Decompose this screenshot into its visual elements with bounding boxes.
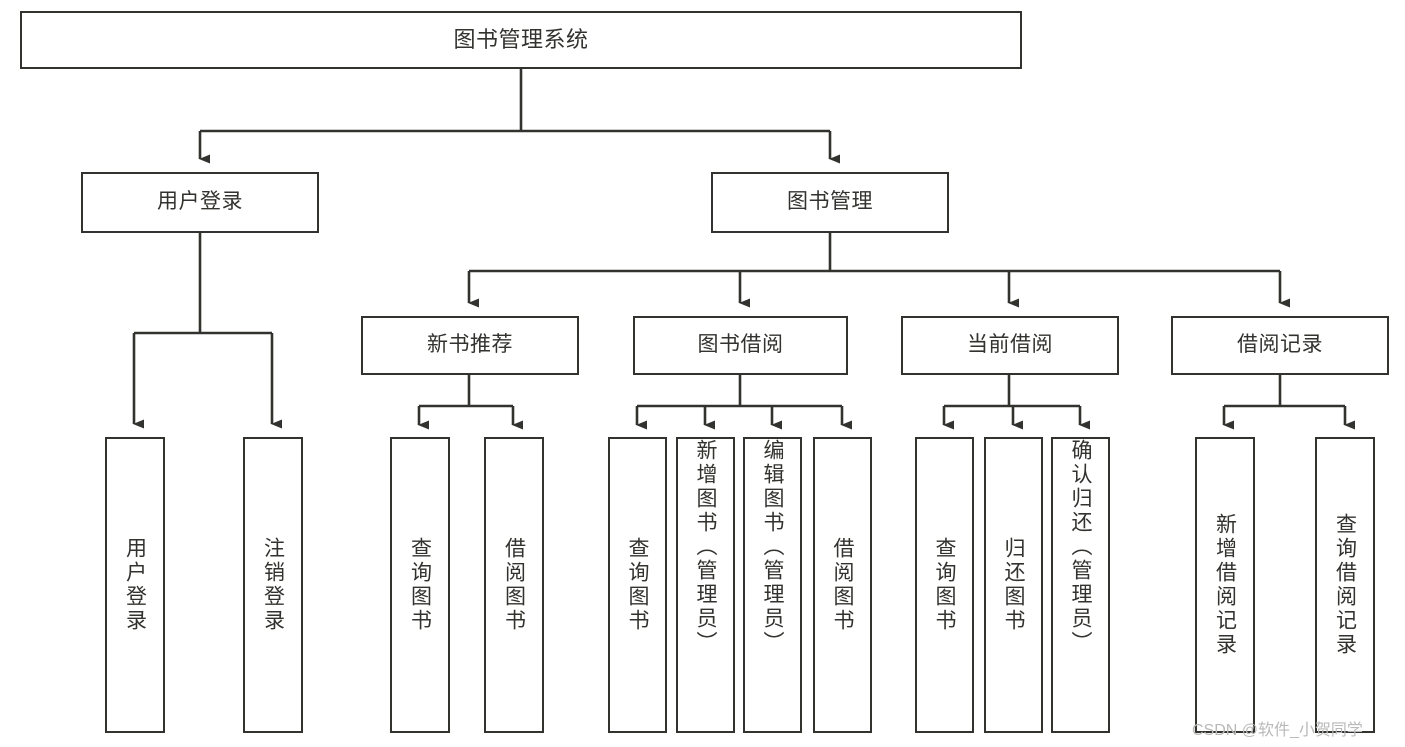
node-leaf-query-book-borrow[interactable]: 查询图书 <box>608 437 667 733</box>
node-leaf-logout-label: 注销登录 <box>261 537 285 633</box>
node-leaf-add-borrow-record[interactable]: 新增借阅记录 <box>1195 437 1255 733</box>
node-leaf-confirm-return-admin[interactable]: 确认归还（管理员） <box>1051 437 1110 733</box>
node-leaf-query-book-recommend-label: 查询图书 <box>408 537 432 633</box>
node-book-management-label: 图书管理 <box>787 190 873 214</box>
node-root-label: 图书管理系统 <box>453 27 589 53</box>
node-leaf-confirm-return-admin-label: 确认归还（管理员） <box>1069 439 1092 655</box>
node-leaf-borrow-book-recommend-label: 借阅图书 <box>502 537 526 633</box>
node-leaf-add-book-admin[interactable]: 新增图书（管理员） <box>676 437 735 733</box>
node-leaf-borrow-book-label: 借阅图书 <box>831 537 854 633</box>
node-leaf-user-login-label: 用户登录 <box>123 537 147 633</box>
node-leaf-borrow-book[interactable]: 借阅图书 <box>813 437 872 733</box>
node-leaf-add-book-admin-label: 新增图书（管理员） <box>694 439 717 655</box>
node-leaf-query-book-current[interactable]: 查询图书 <box>915 437 974 733</box>
node-leaf-query-book-borrow-label: 查询图书 <box>626 537 649 633</box>
node-leaf-query-borrow-record[interactable]: 查询借阅记录 <box>1315 437 1375 733</box>
node-new-book-recommend-label: 新书推荐 <box>427 333 513 357</box>
node-borrow-record[interactable]: 借阅记录 <box>1171 316 1389 375</box>
node-borrow-record-label: 借阅记录 <box>1237 333 1323 357</box>
node-new-book-recommend[interactable]: 新书推荐 <box>361 316 579 375</box>
node-leaf-query-book-recommend[interactable]: 查询图书 <box>390 437 450 733</box>
node-leaf-borrow-book-recommend[interactable]: 借阅图书 <box>484 437 544 733</box>
node-leaf-query-borrow-record-label: 查询借阅记录 <box>1333 513 1357 657</box>
node-leaf-add-borrow-record-label: 新增借阅记录 <box>1213 513 1237 657</box>
node-book-borrow[interactable]: 图书借阅 <box>633 316 848 375</box>
csdn-watermark: CSDN @软件_小贺同学 <box>1192 722 1363 739</box>
node-book-borrow-label: 图书借阅 <box>697 333 784 357</box>
node-leaf-return-book-label: 归还图书 <box>1002 537 1025 633</box>
node-user-login-label: 用户登录 <box>157 190 243 214</box>
node-book-management[interactable]: 图书管理 <box>711 172 949 233</box>
node-leaf-query-book-current-label: 查询图书 <box>933 537 956 633</box>
node-current-borrow[interactable]: 当前借阅 <box>901 316 1119 375</box>
node-current-borrow-label: 当前借阅 <box>967 333 1053 357</box>
node-leaf-return-book[interactable]: 归还图书 <box>984 437 1043 733</box>
node-leaf-user-login[interactable]: 用户登录 <box>105 437 165 733</box>
node-user-login[interactable]: 用户登录 <box>81 172 319 233</box>
node-root-system[interactable]: 图书管理系统 <box>20 11 1022 69</box>
node-leaf-edit-book-admin[interactable]: 编辑图书（管理员） <box>743 437 802 733</box>
node-leaf-edit-book-admin-label: 编辑图书（管理员） <box>761 439 784 655</box>
node-leaf-logout[interactable]: 注销登录 <box>243 437 303 733</box>
